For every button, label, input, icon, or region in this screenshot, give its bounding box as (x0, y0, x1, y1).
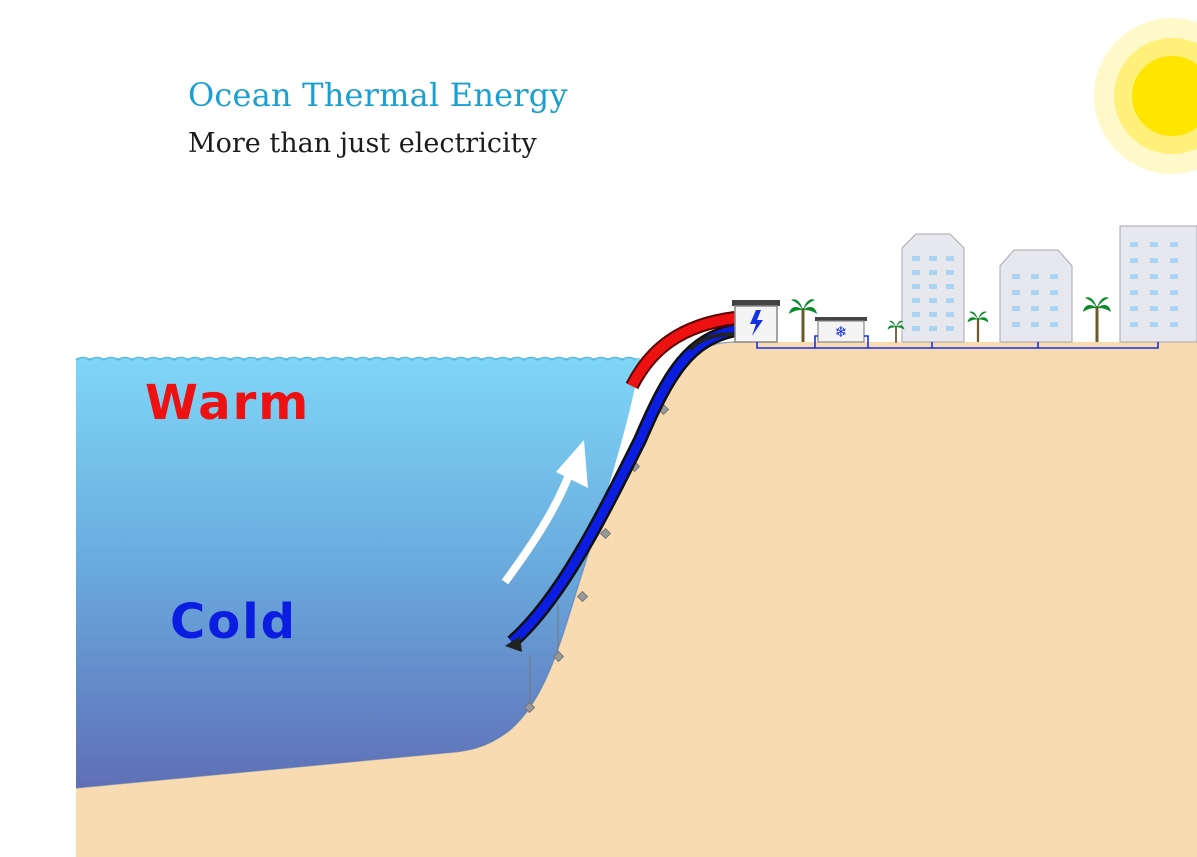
building-1 (901, 233, 965, 343)
palm-tree (1083, 297, 1111, 342)
pipe-anchors (523, 403, 670, 714)
palm-tree (789, 299, 817, 342)
return-pipe (688, 332, 736, 352)
lightning-bolt-icon (750, 310, 763, 336)
page-subtitle: More than just electricity (188, 128, 537, 159)
cooling-facility: ❄ (815, 317, 867, 343)
ocean-water (76, 358, 640, 788)
cold-water-label: Cold (170, 594, 298, 650)
cold-water-intake-mouth (505, 636, 522, 652)
warm-water-pipe (627, 313, 736, 389)
page-title: Ocean Thermal Energy (188, 76, 568, 114)
seabed-and-land (76, 342, 1197, 857)
snowflake-icon: ❄ (835, 323, 848, 341)
palm-tree (967, 311, 989, 342)
distribution-line (756, 335, 1159, 349)
cold-water-pipe (509, 325, 737, 646)
ocean-surface-waves (75, 356, 637, 361)
building-2 (999, 249, 1073, 343)
power-plant (732, 300, 780, 343)
upwelling-arrow (501, 440, 588, 585)
palm-tree (887, 320, 905, 343)
sun (1094, 18, 1197, 174)
warm-water-label: Warm (145, 375, 311, 431)
building-3 (1119, 225, 1197, 343)
